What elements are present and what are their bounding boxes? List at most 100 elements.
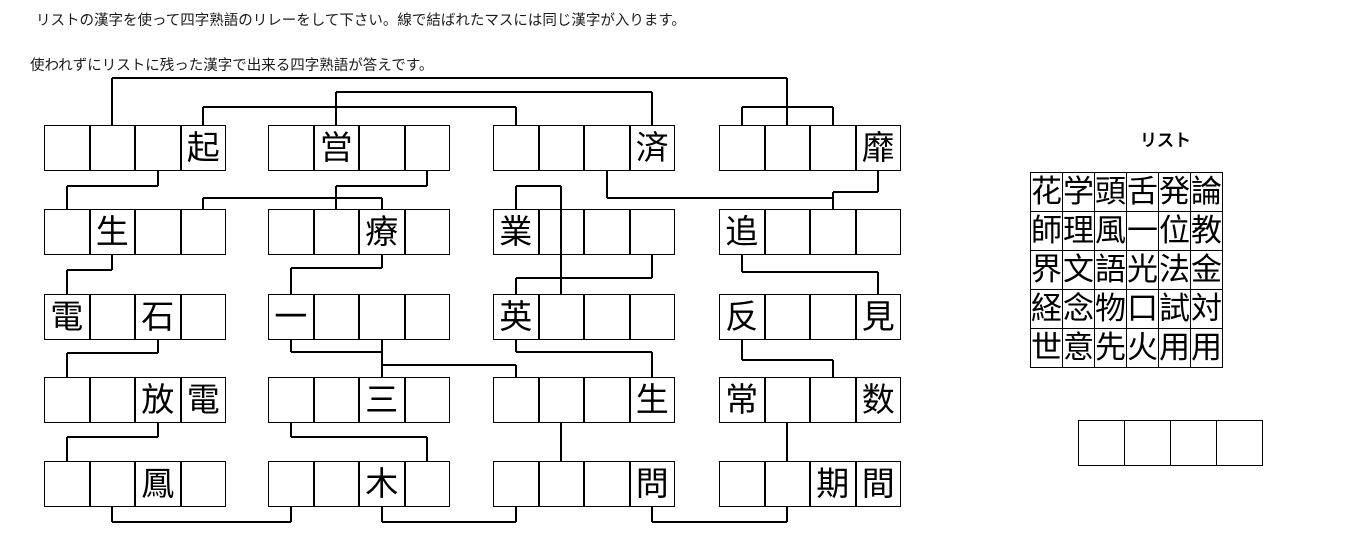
puzzle-cell-r4-b1-c4[interactable]: 電 xyxy=(180,377,226,423)
puzzle-cell-r3-b4-c1[interactable]: 反 xyxy=(719,294,765,340)
puzzle-cell-r4-b3-c3[interactable] xyxy=(584,377,630,423)
list-cell-r1-c1[interactable]: 花 xyxy=(1030,172,1063,212)
puzzle-cell-r1-b4-c4[interactable]: 靡 xyxy=(855,125,901,171)
puzzle-cell-r5-b3-c2[interactable] xyxy=(538,461,584,507)
list-cell-r3-c5[interactable]: 法 xyxy=(1158,250,1191,290)
list-cell-r2-c3[interactable]: 風 xyxy=(1094,211,1127,251)
answer-cell-3[interactable] xyxy=(1170,420,1217,466)
puzzle-cell-r1-b3-c2[interactable] xyxy=(538,125,584,171)
puzzle-cell-r2-b3-c4[interactable] xyxy=(629,209,675,255)
puzzle-cell-r5-b4-c1[interactable] xyxy=(719,461,765,507)
list-cell-r3-c1[interactable]: 界 xyxy=(1030,250,1063,290)
puzzle-cell-r4-b3-c1[interactable] xyxy=(493,377,539,423)
puzzle-cell-r4-b4-c4[interactable]: 数 xyxy=(855,377,901,423)
list-cell-r4-c4[interactable]: 口 xyxy=(1126,289,1159,329)
puzzle-cell-r4-b1-c1[interactable] xyxy=(44,377,90,423)
puzzle-cell-r5-b1-c4[interactable] xyxy=(180,461,226,507)
puzzle-cell-r1-b1-c4[interactable]: 起 xyxy=(180,125,226,171)
puzzle-cell-r1-b1-c2[interactable] xyxy=(89,125,135,171)
puzzle-cell-r1-b2-c2[interactable]: 営 xyxy=(313,125,359,171)
puzzle-cell-r5-b1-c1[interactable] xyxy=(44,461,90,507)
puzzle-cell-r5-b2-c1[interactable] xyxy=(268,461,314,507)
puzzle-cell-r1-b2-c1[interactable] xyxy=(268,125,314,171)
puzzle-cell-r1-b4-c1[interactable] xyxy=(719,125,765,171)
puzzle-cell-r3-b1-c3[interactable]: 石 xyxy=(135,294,181,340)
list-cell-r1-c6[interactable]: 論 xyxy=(1190,172,1223,212)
puzzle-cell-r2-b1-c2[interactable]: 生 xyxy=(89,209,135,255)
puzzle-cell-r3-b3-c2[interactable] xyxy=(538,294,584,340)
list-cell-r1-c3[interactable]: 頭 xyxy=(1094,172,1127,212)
puzzle-cell-r2-b4-c1[interactable]: 追 xyxy=(719,209,765,255)
list-cell-r5-c2[interactable]: 意 xyxy=(1062,328,1095,368)
puzzle-cell-r2-b3-c1[interactable]: 業 xyxy=(493,209,539,255)
list-cell-r3-c4[interactable]: 光 xyxy=(1126,250,1159,290)
puzzle-cell-r4-b1-c3[interactable]: 放 xyxy=(135,377,181,423)
puzzle-cell-r1-b2-c3[interactable] xyxy=(359,125,405,171)
list-cell-r4-c2[interactable]: 念 xyxy=(1062,289,1095,329)
puzzle-cell-r3-b2-c1[interactable]: 一 xyxy=(268,294,314,340)
list-cell-r4-c3[interactable]: 物 xyxy=(1094,289,1127,329)
puzzle-cell-r3-b2-c3[interactable] xyxy=(359,294,405,340)
puzzle-cell-r1-b3-c1[interactable] xyxy=(493,125,539,171)
puzzle-cell-r3-b3-c1[interactable]: 英 xyxy=(493,294,539,340)
puzzle-cell-r5-b1-c3[interactable]: 鳳 xyxy=(135,461,181,507)
list-cell-r5-c1[interactable]: 世 xyxy=(1030,328,1063,368)
puzzle-cell-r2-b4-c4[interactable] xyxy=(855,209,901,255)
puzzle-cell-r1-b1-c1[interactable] xyxy=(44,125,90,171)
list-cell-r5-c4[interactable]: 火 xyxy=(1126,328,1159,368)
puzzle-cell-r4-b2-c4[interactable] xyxy=(404,377,450,423)
puzzle-cell-r4-b2-c1[interactable] xyxy=(268,377,314,423)
list-cell-r2-c5[interactable]: 位 xyxy=(1158,211,1191,251)
puzzle-cell-r5-b2-c2[interactable] xyxy=(313,461,359,507)
answer-cell-1[interactable] xyxy=(1078,420,1125,466)
list-cell-r2-c1[interactable]: 師 xyxy=(1030,211,1063,251)
list-cell-r1-c2[interactable]: 学 xyxy=(1062,172,1095,212)
list-cell-r3-c6[interactable]: 金 xyxy=(1190,250,1223,290)
puzzle-cell-r4-b2-c3[interactable]: 三 xyxy=(359,377,405,423)
puzzle-cell-r3-b3-c4[interactable] xyxy=(629,294,675,340)
puzzle-cell-r2-b4-c3[interactable] xyxy=(810,209,856,255)
puzzle-cell-r3-b4-c2[interactable] xyxy=(764,294,810,340)
puzzle-cell-r3-b1-c1[interactable]: 電 xyxy=(44,294,90,340)
puzzle-cell-r2-b1-c4[interactable] xyxy=(180,209,226,255)
puzzle-cell-r2-b1-c3[interactable] xyxy=(135,209,181,255)
puzzle-cell-r5-b1-c2[interactable] xyxy=(89,461,135,507)
puzzle-cell-r1-b1-c3[interactable] xyxy=(135,125,181,171)
puzzle-cell-r3-b3-c3[interactable] xyxy=(584,294,630,340)
list-cell-r2-c4[interactable]: 一 xyxy=(1126,211,1159,251)
puzzle-cell-r2-b3-c3[interactable] xyxy=(584,209,630,255)
puzzle-cell-r5-b4-c4[interactable]: 間 xyxy=(855,461,901,507)
puzzle-cell-r5-b4-c3[interactable]: 期 xyxy=(810,461,856,507)
list-cell-r2-c6[interactable]: 教 xyxy=(1190,211,1223,251)
puzzle-cell-r2-b2-c4[interactable] xyxy=(404,209,450,255)
list-cell-r4-c5[interactable]: 試 xyxy=(1158,289,1191,329)
puzzle-cell-r1-b4-c3[interactable] xyxy=(810,125,856,171)
puzzle-cell-r4-b3-c2[interactable] xyxy=(538,377,584,423)
puzzle-cell-r3-b4-c4[interactable]: 見 xyxy=(855,294,901,340)
puzzle-cell-r3-b4-c3[interactable] xyxy=(810,294,856,340)
puzzle-cell-r3-b2-c2[interactable] xyxy=(313,294,359,340)
answer-box[interactable] xyxy=(1078,420,1263,466)
puzzle-cell-r4-b2-c2[interactable] xyxy=(313,377,359,423)
puzzle-cell-r4-b4-c1[interactable]: 常 xyxy=(719,377,765,423)
list-cell-r5-c5[interactable]: 用 xyxy=(1158,328,1191,368)
puzzle-cell-r3-b1-c2[interactable] xyxy=(89,294,135,340)
puzzle-cell-r5-b2-c3[interactable]: 木 xyxy=(359,461,405,507)
list-cell-r3-c3[interactable]: 語 xyxy=(1094,250,1127,290)
puzzle-cell-r5-b3-c1[interactable] xyxy=(493,461,539,507)
puzzle-cell-r2-b2-c3[interactable]: 療 xyxy=(359,209,405,255)
list-cell-r4-c6[interactable]: 対 xyxy=(1190,289,1223,329)
list-cell-r5-c6[interactable]: 用 xyxy=(1190,328,1223,368)
list-cell-r2-c2[interactable]: 理 xyxy=(1062,211,1095,251)
puzzle-cell-r3-b1-c4[interactable] xyxy=(180,294,226,340)
list-cell-r5-c3[interactable]: 先 xyxy=(1094,328,1127,368)
puzzle-cell-r1-b3-c3[interactable] xyxy=(584,125,630,171)
puzzle-cell-r5-b2-c4[interactable] xyxy=(404,461,450,507)
puzzle-cell-r1-b3-c4[interactable]: 済 xyxy=(629,125,675,171)
puzzle-cell-r4-b1-c2[interactable] xyxy=(89,377,135,423)
answer-cell-4[interactable] xyxy=(1216,420,1263,466)
list-cell-r1-c4[interactable]: 舌 xyxy=(1126,172,1159,212)
puzzle-cell-r5-b4-c2[interactable] xyxy=(764,461,810,507)
puzzle-cell-r2-b1-c1[interactable] xyxy=(44,209,90,255)
puzzle-cell-r1-b2-c4[interactable] xyxy=(404,125,450,171)
